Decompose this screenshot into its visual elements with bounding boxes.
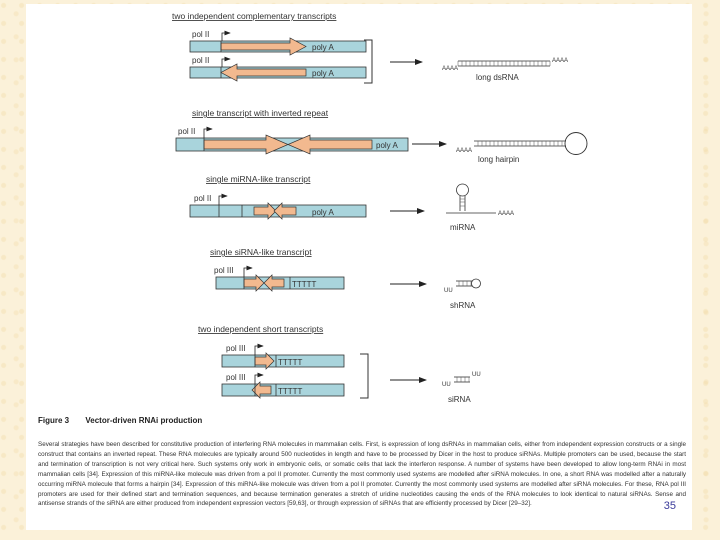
polya-label: poly A — [312, 69, 334, 78]
construct-short-antisense: pol III TTTTT — [221, 372, 345, 399]
section-title-sirna-like: single siRNA-like transcript — [210, 247, 312, 257]
overhang-label: UU — [442, 382, 451, 388]
figure-title: Figure 3 Vector-driven RNAi production — [38, 416, 202, 425]
bracket — [360, 353, 369, 399]
polya-tail-label: AAAA — [442, 66, 458, 72]
terminator-label: TTTTT — [278, 358, 303, 367]
construct-mirna-like: pol II poly A — [189, 193, 367, 220]
mirna-product: AAAA miRNA — [446, 183, 514, 232]
product-label: siRNA — [448, 395, 471, 404]
slide-number: 35 — [663, 500, 676, 512]
figure-caption: Several strategies have been described f… — [38, 441, 686, 508]
construct-inverted-repeat: pol II poly A — [175, 126, 409, 155]
polya-tail-label: AAAA — [498, 211, 514, 217]
product-label: long hairpin — [478, 155, 519, 164]
promoter-label: pol II — [178, 127, 195, 136]
construct-antisense: pol II poly A — [189, 56, 367, 82]
section-title-short-transcripts: two independent short transcripts — [198, 324, 323, 334]
section-title-mirna-like: single miRNA-like transcript — [206, 174, 311, 184]
section-title-complementary: two independent complementary transcript… — [172, 11, 336, 21]
long-hairpin-product: AAAA long hairpin — [456, 132, 588, 164]
section-title-inverted-repeat: single transcript with inverted repeat — [192, 108, 329, 118]
figure-title-text: Vector-driven RNAi production — [85, 416, 203, 425]
promoter-label: pol III — [226, 344, 246, 353]
terminator-label: TTTTT — [292, 280, 317, 289]
product-label: miRNA — [450, 223, 476, 232]
promoter-label: pol II — [192, 30, 209, 39]
promoter-label: pol II — [192, 56, 209, 65]
polya-tail-label: AAAA — [456, 148, 472, 154]
overhang-label: UU — [472, 372, 481, 378]
product-label: long dsRNA — [476, 73, 519, 82]
construct-sirna-like: pol III TTTTT — [214, 265, 345, 292]
promoter-label: pol II — [194, 194, 211, 203]
polya-label: poly A — [312, 208, 334, 217]
figure-number: Figure 3 — [38, 416, 70, 425]
sirna-product: UU UU siRNA — [442, 372, 481, 404]
polya-label: poly A — [312, 43, 334, 52]
promoter-label: pol III — [226, 373, 246, 382]
polya-label: poly A — [376, 141, 398, 150]
polya-tail-label: AAAA — [552, 58, 568, 64]
overhang-label: UU — [444, 288, 453, 294]
promoter-label: pol III — [214, 266, 234, 275]
construct-sense: pol II poly A — [189, 30, 367, 56]
construct-short-sense: pol III TTTTT — [221, 343, 345, 370]
figure-page: two independent complementary transcript… — [26, 4, 692, 530]
terminator-label: TTTTT — [278, 387, 303, 396]
long-dsrna-product: AAAA AAAA long dsRNA — [442, 58, 568, 82]
shrna-product: UU shRNA — [444, 278, 481, 310]
bracket — [364, 39, 373, 84]
product-label: shRNA — [450, 301, 476, 310]
